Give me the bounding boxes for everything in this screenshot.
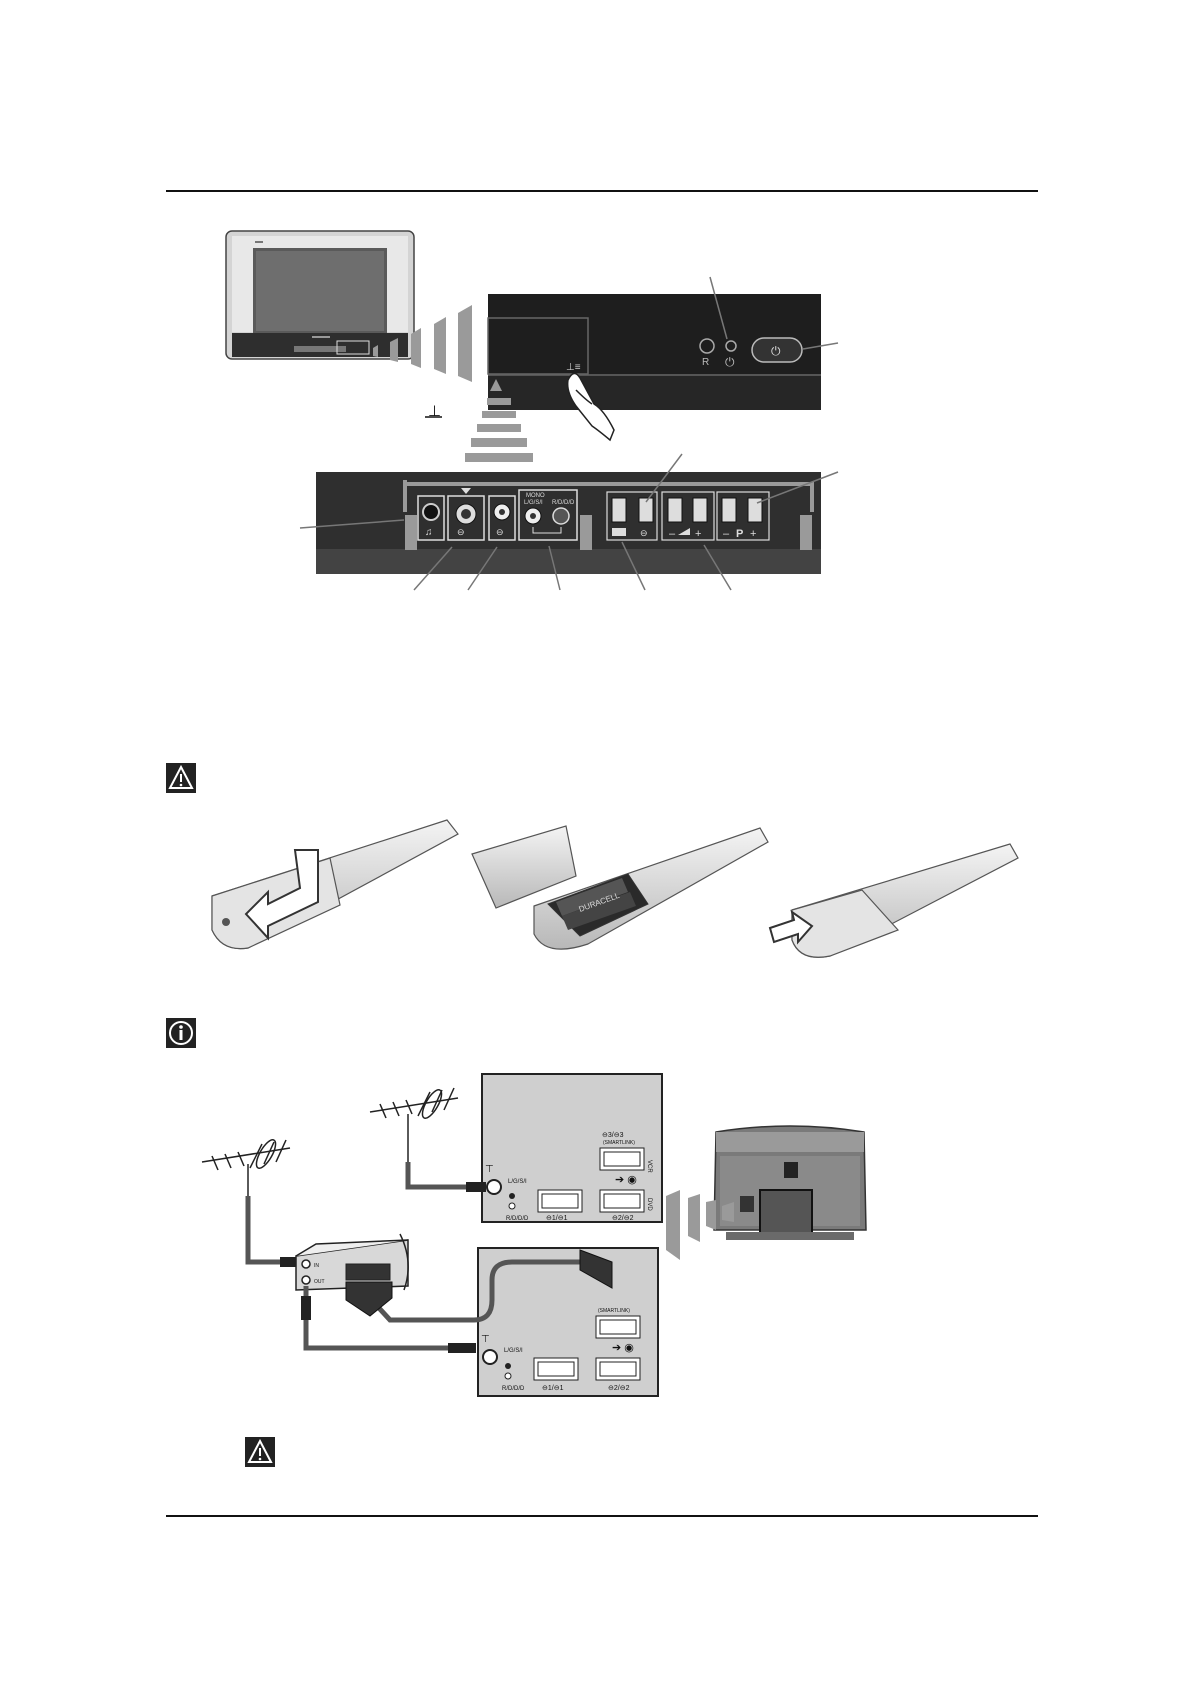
panel-open-symbol: ⊥≡ xyxy=(566,362,581,373)
insert-arrow-icon xyxy=(768,909,814,945)
vcr-in-label: IN xyxy=(314,1263,319,1269)
main-power-button[interactable] xyxy=(751,337,803,363)
sensor-indicator xyxy=(699,338,715,354)
top-rule xyxy=(166,190,1038,192)
av2-label: ⊖2/⊖2 xyxy=(612,1215,634,1222)
push-open-symbol: ⊥ xyxy=(428,403,441,420)
av3-label: ⊖3/⊖3 xyxy=(602,1132,624,1139)
warning-icon-2 xyxy=(245,1437,275,1467)
remote-step-2-illustration: DURACELL xyxy=(471,825,769,950)
audio-right-label: R/D/D/D xyxy=(552,500,575,506)
rf-aerial-socket-2[interactable] xyxy=(482,1349,498,1365)
svg-text:⊤: ⊤ xyxy=(485,1164,494,1175)
smartlink-label: (SMARTLINK) xyxy=(603,1140,635,1146)
remote-battery-figure: DURACELL xyxy=(211,819,1019,958)
scart-cable xyxy=(366,1259,580,1323)
program-label: P xyxy=(736,528,743,540)
vcr-out-label: OUT xyxy=(314,1279,325,1285)
vcr-tag: VCR xyxy=(646,1160,652,1173)
tv-front-figure: ⊥≡ R ⏻ ⏻ ⊥ ♫ xyxy=(225,230,839,591)
arrow-icon: ➔ ◉ xyxy=(615,1174,637,1186)
dvd-tag: DVD xyxy=(646,1198,652,1211)
mono-label: MONO xyxy=(526,493,545,499)
front-panel-top: ⊥≡ R ⏻ ⏻ xyxy=(487,276,839,410)
lgsi-label: L/G/S/I xyxy=(508,1179,527,1185)
rddd-label-2: R/D/D/D xyxy=(502,1386,525,1392)
input-icon: ⊖ xyxy=(640,528,648,538)
leader-line-indicators xyxy=(709,276,728,340)
antenna-icon xyxy=(369,1087,459,1162)
scart-plug xyxy=(579,1249,613,1289)
arrow-icon-2: ➔ ◉ xyxy=(612,1342,634,1354)
lgsi-label-2: L/G/S/I xyxy=(504,1348,523,1354)
av2-label-2: ⊖2/⊖2 xyxy=(608,1385,630,1392)
program-plus-label: + xyxy=(750,528,756,540)
slide-arrow-icon xyxy=(244,849,319,941)
connector-panel: ♫ ⊖ ⊖ MONO L/G/S/I R/D/D/D xyxy=(316,472,821,574)
tv-av-select-button[interactable] xyxy=(611,497,627,523)
volume-plus-button[interactable] xyxy=(692,497,708,523)
headphone-icon: ♫ xyxy=(425,527,433,538)
svg-text:R: R xyxy=(702,357,709,368)
downward-beam xyxy=(465,379,533,462)
power-icon: ⏻ xyxy=(771,344,781,358)
connection-figure: ⊖3/⊖3 (SMARTLINK) VCR ➔ ◉ ⊖2/⊖2 DVD ⊖1/⊖… xyxy=(201,1073,867,1397)
tv-rear-panel-direct: ⊖3/⊖3 (SMARTLINK) VCR ➔ ◉ ⊖2/⊖2 DVD ⊖1/⊖… xyxy=(481,1073,663,1223)
tv-av-icon xyxy=(612,528,626,536)
standby-indicator xyxy=(725,340,737,352)
rddd-label: R/D/D/D xyxy=(506,1216,529,1222)
remote-step-1-illustration xyxy=(211,819,459,950)
zoom-beam xyxy=(373,305,472,382)
volume-plus-label: + xyxy=(695,528,701,540)
warning-icon xyxy=(166,763,196,793)
av1-label-2: ⊖1/⊖1 xyxy=(542,1385,564,1392)
audio-right-jack[interactable] xyxy=(552,507,570,525)
tv-rear-illustration xyxy=(713,1125,867,1240)
bottom-rule xyxy=(166,1515,1038,1517)
connector-leader-lines xyxy=(299,453,839,591)
standby-power-icon: ⏻ xyxy=(725,355,735,369)
vcr-to-tv-rf-cable xyxy=(303,1330,470,1351)
volume-minus-label: – xyxy=(669,528,676,540)
leader-line-power xyxy=(802,342,839,350)
program-minus-label: – xyxy=(723,528,730,540)
headphone-jack[interactable] xyxy=(422,503,440,521)
av1-label: ⊖1/⊖1 xyxy=(546,1215,568,1222)
volume-minus-button[interactable] xyxy=(667,497,683,523)
program-plus-button[interactable] xyxy=(747,497,763,523)
rf-aerial-socket[interactable] xyxy=(486,1179,502,1195)
hand-illustration xyxy=(566,372,615,442)
volume-icon xyxy=(678,528,690,535)
video-input-icon: ⊖ xyxy=(496,527,504,537)
antenna-icon-2 xyxy=(201,1139,291,1196)
vcr-illustration: IN OUT xyxy=(295,1233,409,1291)
audio-left-label: L/G/S/I xyxy=(524,500,543,506)
info-icon xyxy=(166,1018,196,1048)
rear-zoom-beam xyxy=(666,1190,734,1260)
tv-rear-panel-vcr: (SMARTLINK) ➔ ◉ ⊖2/⊖2 ⊖1/⊖1 ⊤ L/G/S/I R/… xyxy=(477,1247,659,1397)
rf-plug xyxy=(466,1182,486,1192)
scart-plug-vcr xyxy=(345,1281,393,1317)
antenna-to-vcr-cable xyxy=(245,1196,292,1265)
smartlink-label-2: (SMARTLINK) xyxy=(598,1308,630,1314)
svg-text:⊤: ⊤ xyxy=(481,1334,490,1345)
svideo-input-icon: ⊖ xyxy=(457,527,465,537)
input-select-button[interactable] xyxy=(638,497,654,523)
remote-step-3-illustration xyxy=(768,843,1019,958)
rf-cable xyxy=(405,1162,468,1190)
program-minus-button[interactable] xyxy=(721,497,737,523)
battery-cover xyxy=(471,825,577,909)
tv-set-illustration xyxy=(225,230,415,360)
